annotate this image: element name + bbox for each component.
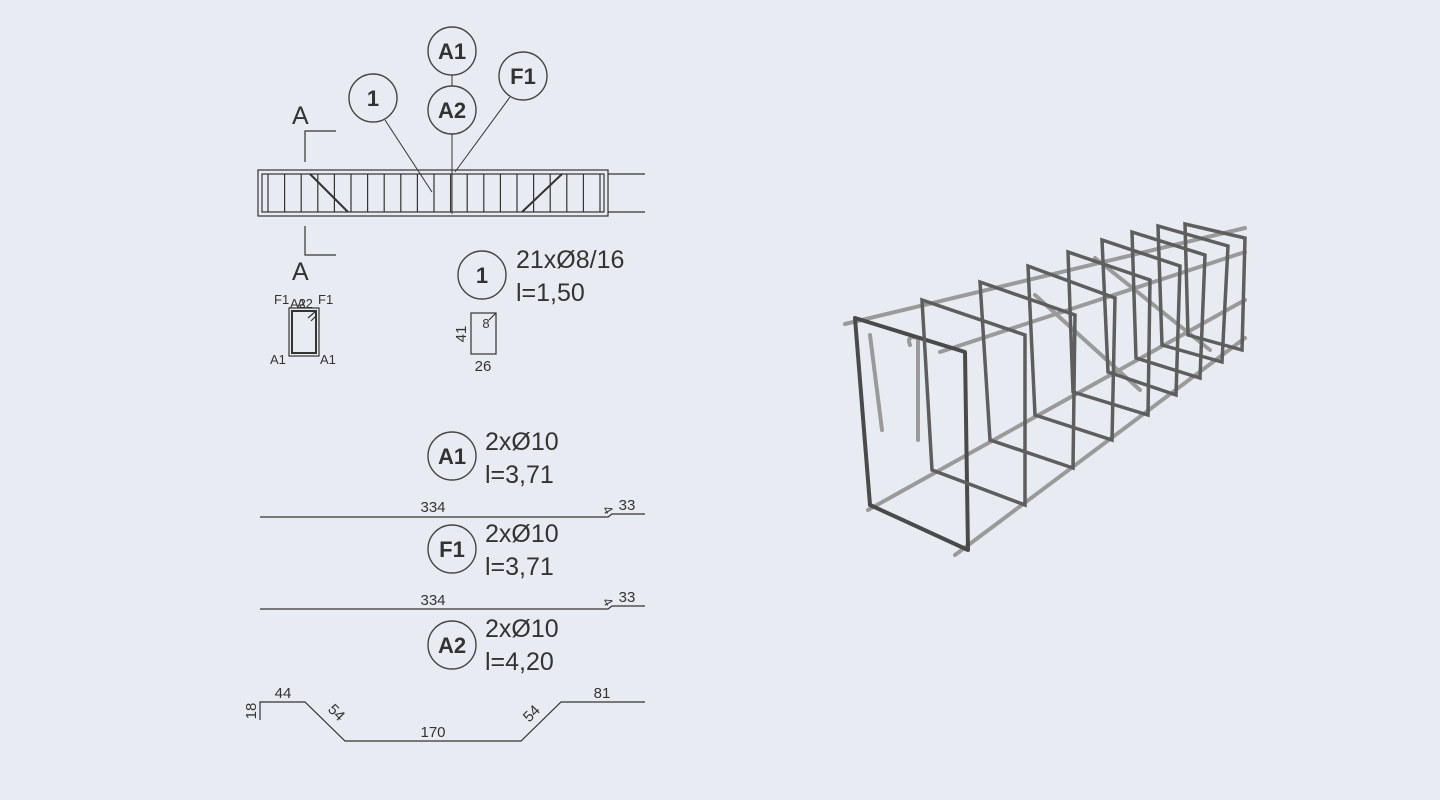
cs-label-tl: F1 (274, 292, 289, 307)
bar-a2-tag: A2 (438, 633, 466, 658)
tag-bar-a2: A2 (427, 75, 477, 214)
stirrup-3d (978, 279, 1077, 471)
bar-a2-schedule: A2 2xØ10 l=4,20 18 44 54 170 54 81 (243, 615, 645, 742)
stirrup-3d (1066, 249, 1152, 418)
stirrup-spec: 1 21xØ8/16 l=1,50 8 41 26 (453, 246, 624, 375)
section-cut-top: A (292, 102, 336, 162)
stirrup-3d (1183, 221, 1247, 353)
cross-section: F1 A2 A2 F1 A1 A1 (270, 292, 336, 367)
svg-text:F1: F1 (510, 64, 536, 89)
bar-a2-spec-length: l=4,20 (485, 648, 554, 676)
bar-f1-dim-main: 334 (420, 592, 445, 609)
bar-a1-dim-main: 334 (420, 499, 445, 516)
tag-bar-a1: A1 (427, 26, 477, 76)
bar-a1-spec-length: l=3,71 (485, 461, 554, 489)
stirrup-tag: 1 (476, 263, 488, 288)
cs-label-br: A1 (320, 352, 336, 367)
stirrup-3d (853, 316, 970, 552)
stirrup-dim-width: 26 (475, 358, 492, 375)
section-cut-bottom: A (292, 226, 336, 286)
stirrup-spec-count: 21xØ8/16 (516, 246, 624, 274)
bar-a2-dim-left-slope: 54 (324, 701, 348, 725)
cs-label-tm: A2 (290, 296, 306, 311)
bar-a1-tag: A1 (438, 444, 466, 469)
bar-a2-dim-right-top: 81 (594, 685, 611, 702)
stirrup-3d (920, 297, 1027, 508)
bar-a2-dim-left-top: 44 (275, 685, 292, 702)
stirrup-3d (1130, 229, 1207, 381)
bar-f1-schedule: F1 2xØ10 l=3,71 334 4 33 (260, 520, 645, 610)
bar-f1-spec-length: l=3,71 (485, 553, 554, 581)
cs-label-bl: A1 (270, 352, 286, 367)
stirrup-spec-length: l=1,50 (516, 279, 585, 307)
stirrups-3d (853, 221, 1247, 552)
bar-a2-spec-count: 2xØ10 (485, 615, 559, 643)
stirrup-ticks (267, 174, 601, 212)
tag-stirrup-1: 1 (348, 73, 433, 193)
tag-bar-f1: F1 (454, 51, 548, 173)
svg-text:A1: A1 (438, 39, 466, 64)
bent-bar-left (309, 173, 349, 213)
bar-a2-dim-left-vert: 18 (243, 703, 260, 720)
bar-f1-tag: F1 (439, 537, 465, 562)
bar-a2-dim-bottom: 170 (420, 724, 445, 741)
stirrup-3d (1156, 223, 1230, 365)
bar-f1-spec-count: 2xØ10 (485, 520, 559, 548)
cs-label-tm2: A2 (297, 296, 313, 311)
beam-elevation (257, 169, 645, 217)
stirrup-3d (1100, 237, 1182, 398)
bar-f1-dim-end: 33 (619, 589, 636, 606)
bar-a1-dim-end: 33 (619, 497, 636, 514)
rebar-cage-3d (843, 221, 1247, 557)
bent-bar-right (521, 173, 563, 213)
bar-a1-spec-count: 2xØ10 (485, 428, 559, 456)
stirrup-dim-height: 41 (453, 326, 470, 343)
stirrup-3d (1026, 263, 1117, 443)
stirrup-dim-hook: 8 (482, 316, 489, 331)
section-label-bottom: A (292, 258, 309, 286)
section-label-top: A (292, 102, 309, 130)
bar-a1-schedule: A1 2xØ10 l=3,71 334 4 33 (260, 428, 645, 518)
svg-text:A2: A2 (438, 98, 466, 123)
svg-text:1: 1 (367, 86, 379, 111)
cs-label-tr: F1 (318, 292, 333, 307)
